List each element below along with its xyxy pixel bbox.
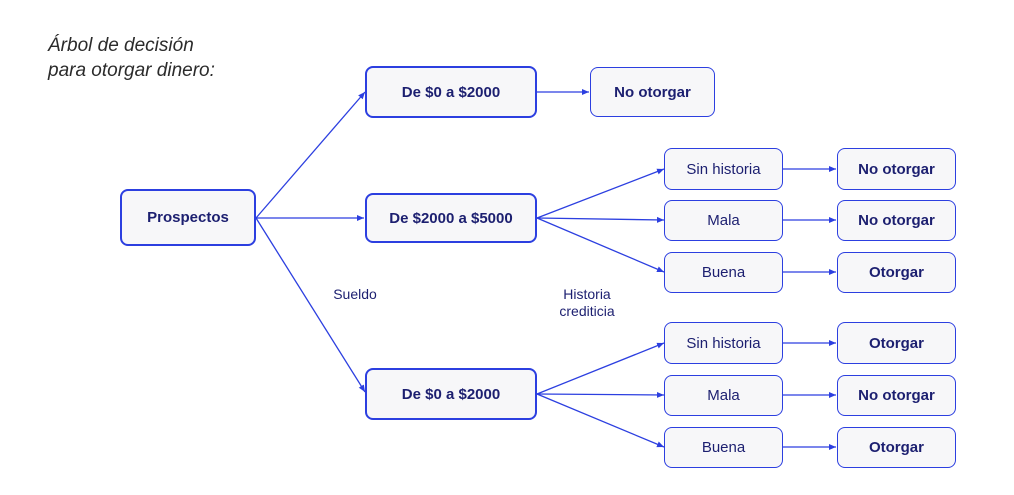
decision-node-low-3: Otorgar [837,427,956,468]
edge-salary3-history-2 [536,391,665,398]
edge-salary2-history-1 [536,168,665,219]
salary-node-2: De $2000 a $5000 [365,193,537,243]
history-node-low-2: Mala [664,375,783,416]
history-node-mid-1: Sin historia [664,148,783,190]
edge-salary2-history-3 [536,217,665,273]
root-node: Prospectos [120,189,256,246]
decision-node-low-1: Otorgar [837,322,956,364]
historia-label-line-1: Historia [563,286,611,302]
edge-salary3-history-1 [536,342,665,395]
history-node-mid-2: Mala [664,200,783,241]
title-line-1: Árbol de decisión [48,35,194,56]
history-node-low-1: Sin historia [664,322,783,364]
salary-node-1: De $0 a $2000 [365,66,537,118]
decision-node-mid-2: No otorgar [837,200,956,241]
history-node-low-3: Buena [664,427,783,468]
historia-label-line-2: crediticia [559,303,615,319]
edge-salary3-history-3 [536,393,665,448]
title-line-2: para otorgar dinero: [48,60,215,81]
decision-node-low-2: No otorgar [837,375,956,416]
history-node-mid-3: Buena [664,252,783,293]
decision-node-mid-3: Otorgar [837,252,956,293]
decision-node-mid-1: No otorgar [837,148,956,190]
edge-root-salary-1 [255,91,366,219]
diagram-title: Árbol de decisión para otorgar dinero: [48,33,215,83]
sueldo-label: Sueldo [333,286,377,302]
edge-root-salary-3 [255,217,366,393]
salary-node-3: De $0 a $2000 [365,368,537,420]
historia-crediticia-label: Historia crediticia [545,286,629,320]
decision-node-salary-1: No otorgar [590,67,715,117]
edge-salary2-history-2 [536,216,665,223]
